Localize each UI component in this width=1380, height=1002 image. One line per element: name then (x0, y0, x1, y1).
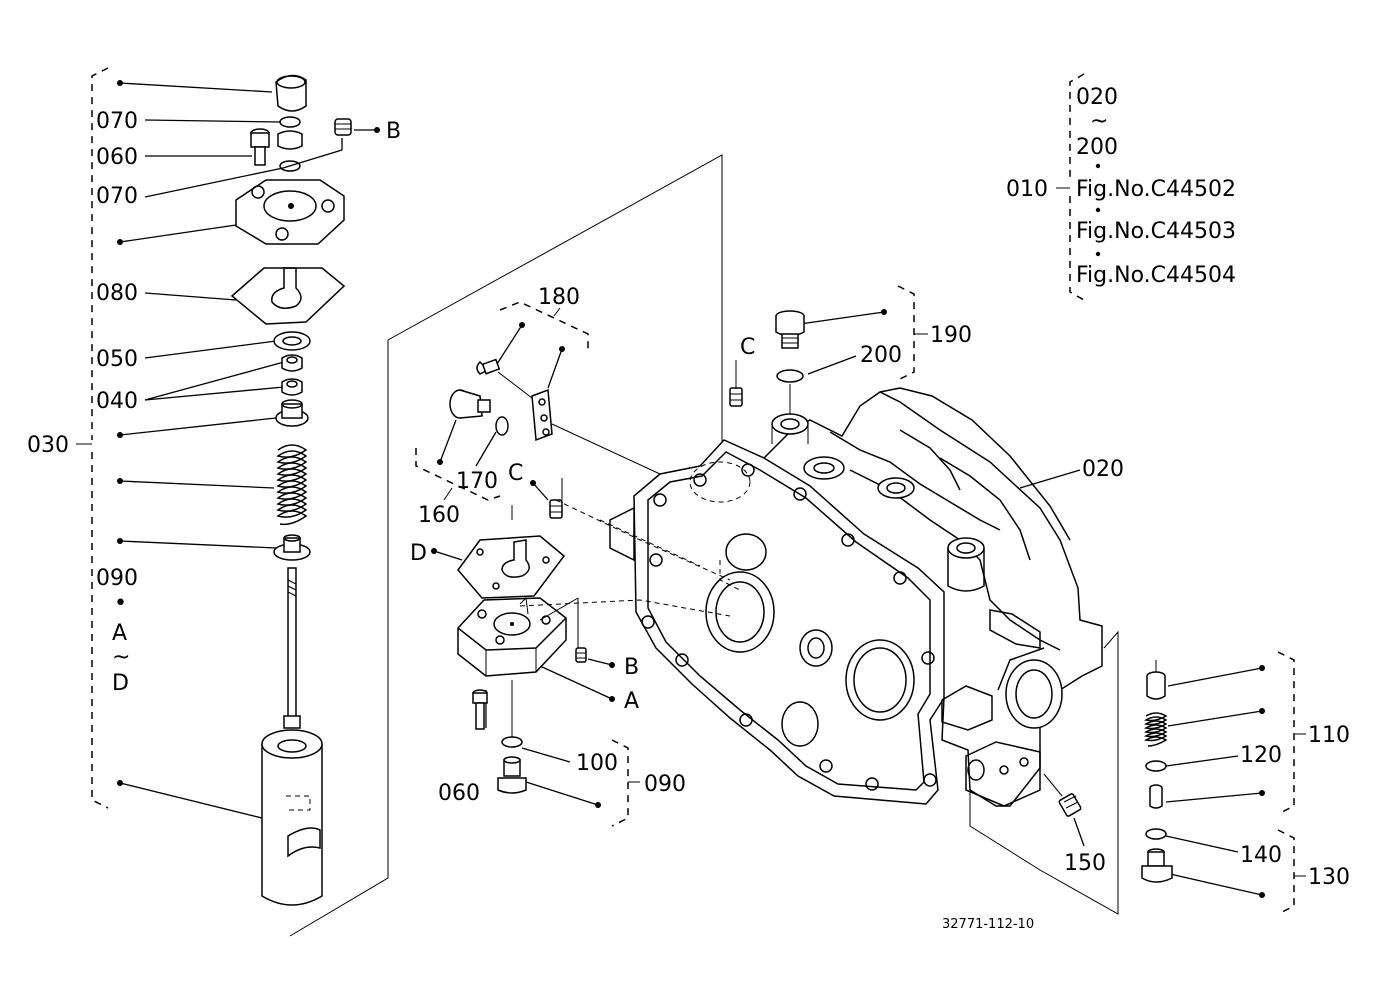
ref-letter-c-top: C (740, 335, 755, 360)
ref-letter-b-top: B (386, 119, 401, 144)
range-tilde: ~ (112, 645, 130, 670)
part-label-090a: 090 (96, 566, 138, 591)
part-label-120: 120 (1240, 743, 1282, 768)
part-label-140: 140 (1240, 843, 1282, 868)
middle-leader-lines (433, 324, 613, 806)
legend-range-end: 200 (1076, 135, 1118, 160)
ref-letter-a: A (112, 621, 127, 646)
part-label-070a: 070 (96, 109, 138, 134)
left-leader-dots (117, 80, 380, 786)
part-label-070b: 070 (96, 184, 138, 209)
part-label-020: 020 (1082, 457, 1124, 482)
housing-c-plug: C (729, 335, 755, 407)
part-label-180: 180 (538, 285, 580, 310)
figure-reference-legend: 020 ~ 200 010 Fig.No.C44502 Fig.No.C4450… (1006, 73, 1236, 301)
part-label-130: 130 (1308, 865, 1350, 890)
part-label-200: 200 (860, 343, 902, 368)
part-label-040: 040 (96, 389, 138, 414)
part-label-030: 030 (27, 433, 69, 458)
group-030-bracket (76, 67, 109, 809)
figure-id: 32771-112-10 (942, 917, 1034, 932)
right-projection-lines (969, 630, 1119, 915)
part-label-100: 100 (576, 751, 618, 776)
legend-group-label: 010 (1006, 177, 1048, 202)
ref-letter-d-mid: D (410, 541, 427, 566)
legend-fig-1: Fig.No.C44502 (1076, 177, 1236, 202)
legend-range-tilde: ~ (1090, 109, 1108, 134)
ref-letter-c-left: C (508, 461, 523, 486)
part-label-090b: 090 (644, 772, 686, 797)
dot-separator: • (114, 591, 127, 616)
middle-group-labels: 180 170 160 C D B A 060 100 090 (410, 285, 686, 806)
leader-020 (1019, 469, 1081, 489)
legend-fig-3: Fig.No.C44504 (1076, 263, 1236, 288)
ref-letter-b-mid: B (624, 655, 639, 680)
part-label-060b: 060 (438, 781, 480, 806)
legend-fig-2: Fig.No.C44503 (1076, 219, 1236, 244)
part-label-110: 110 (1308, 723, 1350, 748)
left-group-labels: 070 060 070 080 050 040 030 090 • A ~ D … (27, 109, 401, 696)
part-label-080: 080 (96, 281, 138, 306)
part-label-160: 160 (418, 503, 460, 528)
ref-letter-a-mid: A (624, 689, 639, 714)
part-label-170: 170 (456, 469, 498, 494)
left-leader-lines (119, 82, 377, 819)
part-label-150: 150 (1064, 851, 1106, 876)
middle-group-brackets (415, 301, 640, 827)
plug-150: 150 (1043, 773, 1106, 876)
part-label-190: 190 (930, 323, 972, 348)
group-110-130: 110 120 140 130 (1141, 651, 1350, 915)
legend-range-start: 020 (1076, 85, 1118, 110)
part-label-050: 050 (96, 347, 138, 372)
group-190: 200 190 (775, 285, 972, 414)
housing-body (519, 387, 1103, 807)
left-group-parts (230, 74, 352, 906)
ref-letter-d: D (112, 671, 129, 696)
middle-group-parts (449, 358, 661, 794)
part-label-060a: 060 (96, 145, 138, 170)
